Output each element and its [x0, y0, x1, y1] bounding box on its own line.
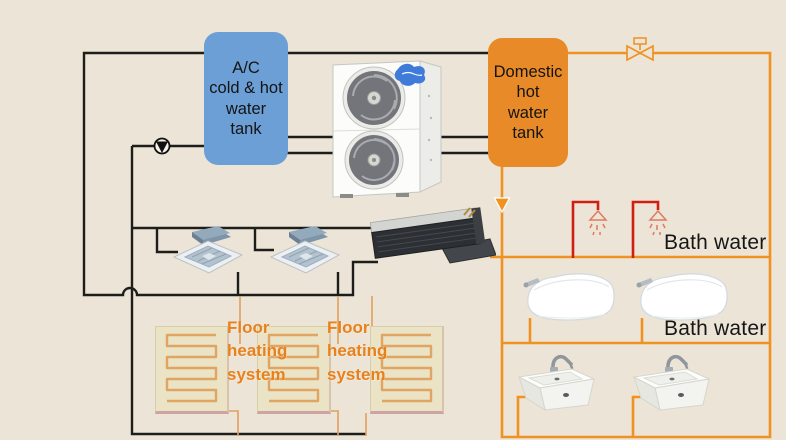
floor-heating-pipes	[229, 296, 373, 436]
floor-heating-panel-2	[257, 326, 331, 414]
domestic-hot-water-tank: Domestic hot water tank	[488, 38, 568, 167]
cassette-unit-image	[172, 226, 244, 274]
cassette-unit-image	[269, 226, 341, 274]
toilet-image	[636, 273, 728, 321]
floor-heating-label-1: Floor heating system	[227, 318, 288, 384]
valve-icon	[626, 37, 654, 62]
ducted-unit-image	[369, 207, 496, 264]
ac-tank-label: A/C cold & hot water tank	[209, 59, 283, 138]
pump-icon	[153, 137, 171, 155]
floor-heating-panel-3	[370, 326, 444, 414]
toilet-image	[523, 273, 615, 321]
shower-icon	[588, 209, 608, 236]
floor-heating-label-2: Floor heating system	[327, 318, 388, 384]
brand-logo-icon	[394, 63, 426, 86]
heating-coil-icon	[165, 333, 218, 403]
heat-pump-unit-image	[332, 60, 442, 198]
dhw-tank-label: Domestic hot water tank	[493, 63, 563, 142]
shower-pipes	[571, 200, 660, 258]
flow-arrow-icon	[493, 197, 511, 214]
bath-water-label-shower: Bath water	[664, 231, 767, 254]
heating-coil-icon	[267, 333, 320, 403]
floor-heating-panel-1	[155, 326, 229, 414]
basin-image	[517, 355, 596, 412]
bath-water-label-toilet: Bath water	[664, 317, 767, 340]
shower-icon	[648, 209, 668, 236]
heating-coil-icon	[380, 333, 433, 403]
fan-icon	[344, 130, 404, 190]
ac-water-tank: A/C cold & hot water tank	[204, 32, 288, 165]
ac-water-pipes	[82, 51, 490, 436]
fan-icon	[342, 66, 406, 130]
basin-image	[632, 355, 711, 412]
